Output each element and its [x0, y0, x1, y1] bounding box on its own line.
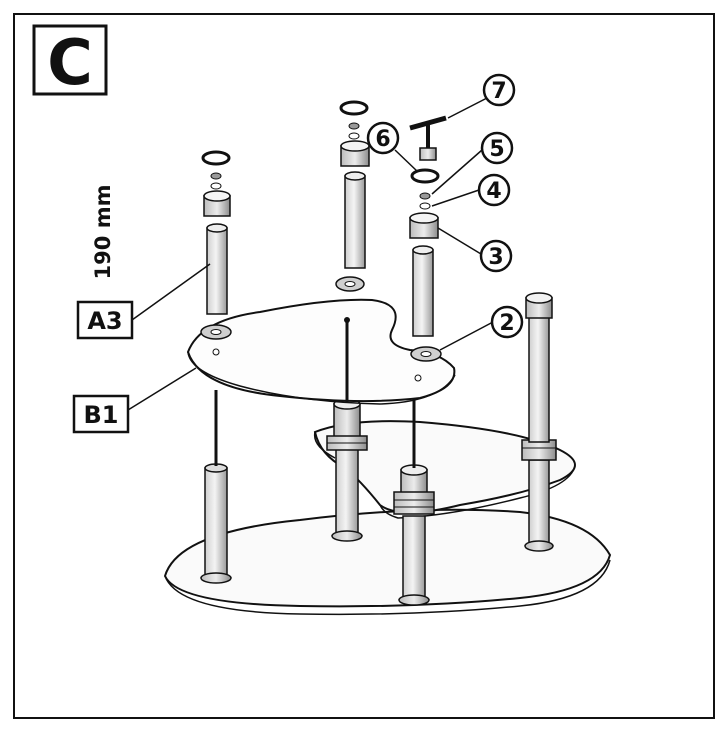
- callout-4: 4: [477, 173, 511, 207]
- panel-letter: C: [47, 26, 93, 99]
- svg-text:A3: A3: [87, 307, 122, 335]
- bottom-shelf: [163, 508, 612, 616]
- svg-text:6: 6: [375, 127, 390, 152]
- callout-7: 7: [482, 73, 516, 107]
- svg-text:3: 3: [488, 245, 503, 270]
- lower-rods: [200, 390, 554, 606]
- left-upper-stack: [201, 150, 231, 315]
- svg-text:2: 2: [499, 311, 514, 336]
- callout-5: 5: [480, 131, 514, 165]
- panel-letter-box: C: [32, 24, 108, 99]
- top-shelf: [186, 298, 456, 405]
- svg-text:B1: B1: [84, 401, 119, 429]
- svg-text:5: 5: [489, 137, 504, 162]
- part-label-a3: A3: [76, 300, 134, 340]
- leader-lines: [127, 97, 494, 411]
- svg-text:4: 4: [486, 179, 501, 204]
- middle-shelf-connectors: [326, 380, 557, 515]
- part-label-b1: B1: [72, 394, 130, 434]
- callout-3: 3: [479, 239, 513, 273]
- right-upper-stack: [409, 115, 447, 337]
- svg-text:7: 7: [491, 79, 506, 104]
- middle-upper-stack: [335, 100, 370, 292]
- callout-2: 2: [490, 305, 524, 339]
- threaded-rods: [344, 317, 350, 402]
- right-tall-rod: [525, 292, 553, 443]
- callout-6: 6: [366, 121, 400, 155]
- dimension-label: 190 mm: [91, 185, 115, 280]
